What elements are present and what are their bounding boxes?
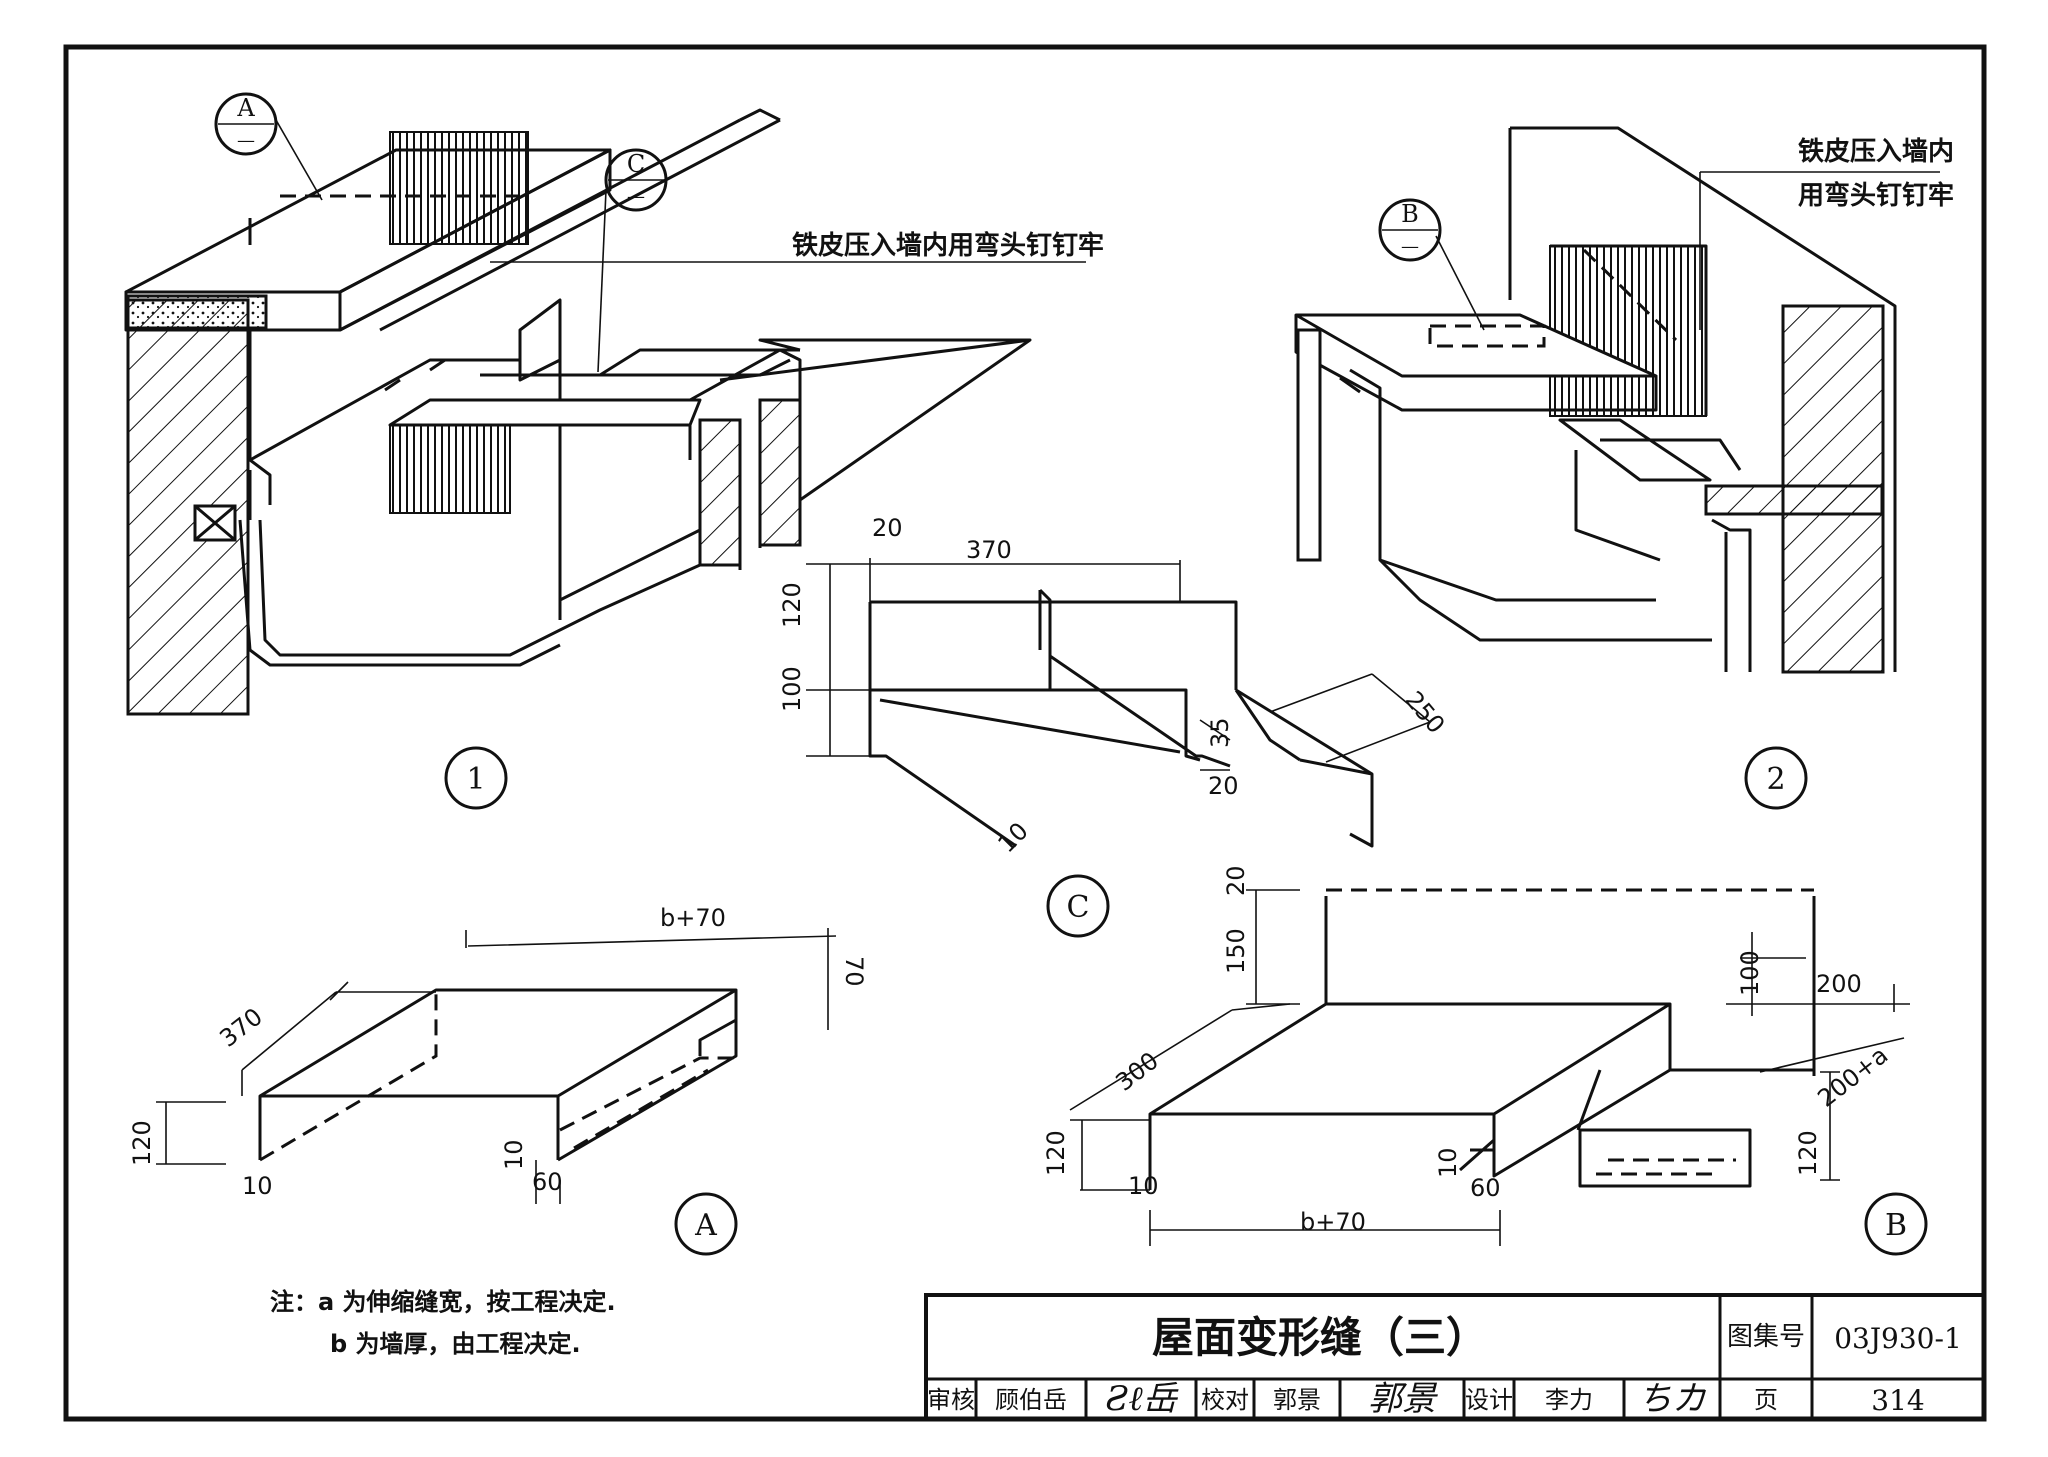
- callout-b-ref: B —: [1378, 198, 1485, 331]
- svg-text:A: A: [694, 1208, 717, 1243]
- svg-text:100: 100: [1736, 950, 1764, 996]
- check-label: 校对: [1201, 1386, 1249, 1414]
- svg-text:—: —: [1401, 236, 1419, 257]
- drawing-title: 屋面变形缝（三）: [1152, 1313, 1488, 1362]
- svg-text:10: 10: [1434, 1147, 1462, 1178]
- svg-text:1: 1: [466, 762, 485, 797]
- designer-signature: ちカ: [1638, 1379, 1706, 1419]
- svg-text:35: 35: [1206, 717, 1234, 748]
- svg-text:60: 60: [1470, 1174, 1501, 1202]
- callout-c-ref: C —: [597, 148, 668, 373]
- detail-b-dimensions: 20 150 100 200 300 200+a 120 120 10 10 6…: [1042, 865, 1893, 1236]
- svg-text:20: 20: [1222, 865, 1250, 896]
- notes: 注：a 为伸缩缝宽，按工程决定. b 为墙厚，由工程决定.: [270, 1288, 616, 1358]
- svg-text:300: 300: [1110, 1046, 1163, 1096]
- detail-1-drawing: [124, 108, 1032, 716]
- svg-text:10: 10: [500, 1139, 528, 1170]
- reviewer-name: 顾伯岳: [995, 1386, 1067, 1414]
- svg-text:200+a: 200+a: [1812, 1041, 1893, 1113]
- callout-a: A —: [214, 92, 323, 201]
- svg-text:120: 120: [778, 582, 806, 628]
- svg-text:370: 370: [966, 536, 1012, 564]
- detail-marker-1: 1: [444, 746, 508, 810]
- svg-text:注：a 为伸缩缝宽，按工程决定.: 注：a 为伸缩缝宽，按工程决定.: [270, 1288, 616, 1316]
- atlas-label: 图集号: [1727, 1322, 1805, 1352]
- svg-text:370: 370: [214, 1002, 267, 1052]
- svg-text:—: —: [237, 130, 255, 151]
- svg-text:100: 100: [778, 666, 806, 712]
- label-iron-sheet-2: 铁皮压入墙内 用弯头钉钉牢: [1699, 136, 1954, 330]
- svg-text:b+70: b+70: [660, 904, 726, 932]
- detail-c-dimensions: 20 370 120 100 35 20 250 10: [778, 514, 1450, 858]
- svg-text:20: 20: [872, 514, 903, 542]
- svg-text:10: 10: [242, 1172, 273, 1200]
- svg-text:—: —: [627, 186, 645, 207]
- atlas-number: 03J930-1: [1834, 1322, 1962, 1355]
- detail-marker-b: B: [1864, 1192, 1928, 1256]
- detail-marker-c: C: [1046, 874, 1110, 938]
- svg-text:120: 120: [1794, 1130, 1822, 1176]
- svg-text:C: C: [627, 150, 645, 178]
- svg-text:铁皮压入墙内用弯头钉钉牢: 铁皮压入墙内用弯头钉钉牢: [792, 230, 1104, 261]
- title-block: 屋面变形缝（三） 图集号 03J930-1 审核 顾伯岳 Ƨℓ岳 校对 郭景 郭…: [924, 1293, 1986, 1421]
- svg-text:60: 60: [532, 1168, 563, 1196]
- svg-text:20: 20: [1208, 772, 1239, 800]
- svg-text:2: 2: [1766, 762, 1785, 797]
- checker-signature: 郭景: [1368, 1379, 1438, 1419]
- svg-text:A: A: [236, 94, 255, 122]
- svg-text:b+70: b+70: [1300, 1208, 1366, 1236]
- review-label: 审核: [927, 1386, 975, 1414]
- designer-name: 李力: [1545, 1386, 1593, 1414]
- svg-text:70: 70: [840, 956, 868, 987]
- detail-2-drawing: [1294, 126, 1897, 674]
- svg-text:120: 120: [128, 1120, 156, 1166]
- svg-text:用弯头钉钉牢: 用弯头钉钉牢: [1798, 180, 1954, 211]
- detail-a-drawing: [156, 928, 837, 1204]
- svg-text:10: 10: [992, 817, 1033, 858]
- design-label: 设计: [1465, 1386, 1513, 1414]
- checker-name: 郭景: [1273, 1386, 1321, 1414]
- detail-c-drawing: [806, 558, 1431, 848]
- detail-marker-2: 2: [1744, 746, 1808, 810]
- svg-text:150: 150: [1222, 928, 1250, 974]
- svg-text:120: 120: [1042, 1130, 1070, 1176]
- svg-text:铁皮压入墙内: 铁皮压入墙内: [1798, 136, 1954, 167]
- detail-b-drawing: [1069, 888, 1910, 1246]
- label-iron-sheet-1: 铁皮压入墙内用弯头钉钉牢: [490, 230, 1104, 263]
- page-number: 314: [1871, 1384, 1924, 1417]
- svg-text:b 为墙厚，由工程决定.: b 为墙厚，由工程决定.: [330, 1330, 581, 1358]
- page-label: 页: [1754, 1386, 1778, 1414]
- detail-a-dimensions: b+70 70 370 120 10 10 60: [128, 904, 868, 1200]
- svg-text:C: C: [1067, 890, 1090, 925]
- reviewer-signature: Ƨℓ岳: [1105, 1379, 1178, 1419]
- detail-marker-a: A: [674, 1192, 738, 1256]
- svg-text:200: 200: [1816, 970, 1862, 998]
- svg-text:B: B: [1401, 200, 1419, 228]
- svg-text:B: B: [1885, 1208, 1907, 1243]
- svg-text:10: 10: [1128, 1172, 1159, 1200]
